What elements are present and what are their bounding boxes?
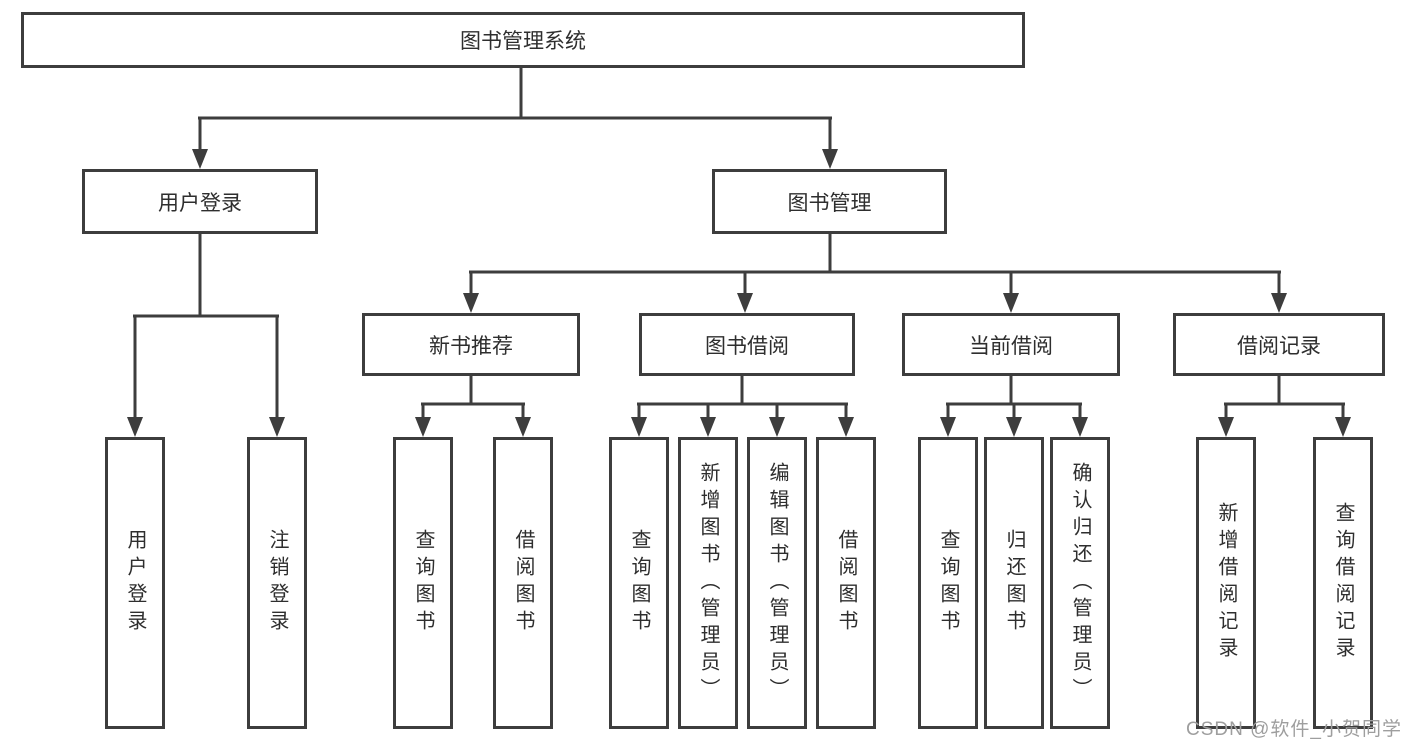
- arrow-down-icon: [1072, 417, 1088, 437]
- arrow-down-icon: [737, 293, 753, 313]
- node-label: 借阅记录: [1237, 334, 1321, 358]
- node-borrow-records: 借阅记录: [1173, 313, 1385, 376]
- leaf-current-query-books: 查询图书: [918, 437, 978, 729]
- leaf-borrow-books: 借阅图书: [816, 437, 876, 729]
- arrow-down-icon: [940, 417, 956, 437]
- leaf-label: 注销登录: [266, 529, 288, 637]
- watermark: CSDN @软件_小贺同学: [1186, 719, 1402, 740]
- arrow-down-icon: [1335, 417, 1351, 437]
- leaf-recommend-query-books: 查询图书: [393, 437, 453, 729]
- arrow-down-icon: [700, 417, 716, 437]
- leaf-borrow-query-books: 查询图书: [609, 437, 669, 729]
- leaf-label: 编辑图书（管理员）: [766, 461, 788, 705]
- arrow-down-icon: [415, 417, 431, 437]
- arrow-down-icon: [192, 149, 208, 169]
- arrow-down-icon: [269, 417, 285, 437]
- node-label: 当前借阅: [969, 334, 1053, 358]
- node-book-borrow: 图书借阅: [639, 313, 855, 376]
- leaf-query-borrow-record: 查询借阅记录: [1313, 437, 1373, 729]
- connector-book-management: [463, 234, 1287, 313]
- arrow-down-icon: [1003, 293, 1019, 313]
- node-root-system: 图书管理系统: [21, 12, 1025, 68]
- leaf-user-login: 用户登录: [105, 437, 165, 729]
- node-current-borrow: 当前借阅: [902, 313, 1120, 376]
- leaf-add-borrow-record: 新增借阅记录: [1196, 437, 1256, 729]
- node-label: 图书借阅: [705, 334, 789, 358]
- leaf-return-books: 归还图书: [984, 437, 1044, 729]
- arrow-down-icon: [631, 417, 647, 437]
- leaf-label: 借阅图书: [512, 529, 534, 637]
- node-label: 图书管理: [787, 191, 872, 215]
- connector-current-borrow: [940, 376, 1088, 437]
- arrow-down-icon: [769, 417, 785, 437]
- node-user-login: 用户登录: [82, 169, 318, 234]
- leaf-add-books-admin: 新增图书（管理员）: [678, 437, 738, 729]
- node-label: 图书管理系统: [460, 30, 586, 53]
- connector-book-borrow: [631, 376, 854, 437]
- leaf-label: 查询图书: [937, 529, 959, 637]
- leaf-label: 确认归还（管理员）: [1069, 461, 1091, 705]
- leaf-recommend-borrow-books: 借阅图书: [493, 437, 553, 729]
- leaf-label: 查询图书: [412, 529, 434, 637]
- leaf-logout: 注销登录: [247, 437, 307, 729]
- leaf-label: 查询借阅记录: [1332, 502, 1354, 664]
- leaf-label: 用户登录: [124, 529, 146, 637]
- leaf-label: 查询图书: [628, 529, 650, 637]
- connector-user-login: [127, 234, 285, 437]
- leaf-edit-books-admin: 编辑图书（管理员）: [747, 437, 807, 729]
- leaf-label: 归还图书: [1003, 529, 1025, 637]
- node-label: 新书推荐: [429, 334, 513, 358]
- arrow-down-icon: [1218, 417, 1234, 437]
- leaf-confirm-return-admin: 确认归还（管理员）: [1050, 437, 1110, 729]
- node-new-book-recommend: 新书推荐: [362, 313, 580, 376]
- connector-new-book-recommend: [415, 376, 531, 437]
- leaf-label: 新增图书（管理员）: [697, 461, 719, 705]
- arrow-down-icon: [127, 417, 143, 437]
- leaf-label: 新增借阅记录: [1215, 502, 1237, 664]
- arrow-down-icon: [838, 417, 854, 437]
- node-label: 用户登录: [158, 191, 242, 215]
- arrow-down-icon: [463, 293, 479, 313]
- arrow-down-icon: [1271, 293, 1287, 313]
- connector-root: [192, 68, 838, 169]
- arrow-down-icon: [822, 149, 838, 169]
- leaf-label: 借阅图书: [835, 529, 857, 637]
- arrow-down-icon: [515, 417, 531, 437]
- arrow-down-icon: [1006, 417, 1022, 437]
- connector-borrow-records: [1218, 376, 1351, 437]
- node-book-management: 图书管理: [712, 169, 947, 234]
